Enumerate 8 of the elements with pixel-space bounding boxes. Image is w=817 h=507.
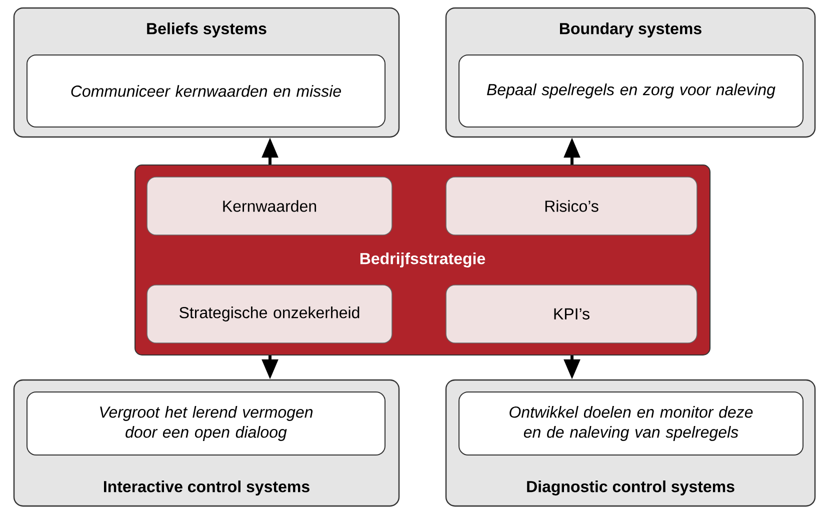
description-box: Bepaal spelregels en zorg voor naleving <box>458 54 804 128</box>
description-box: Vergroot het lerend vermogen door een open dialoog <box>26 392 386 456</box>
element-box: Strategische onzekerheid <box>146 284 392 344</box>
element-box: Kernwaarden <box>146 176 392 236</box>
description-box: Ontwikkel doelen en monitor deze en de naleving van spelregels <box>458 392 804 456</box>
element-box: KPI’s <box>446 284 698 344</box>
description-box: Communiceer kernwaarden en missie <box>26 54 386 128</box>
element-box: Risico’s <box>446 176 698 236</box>
